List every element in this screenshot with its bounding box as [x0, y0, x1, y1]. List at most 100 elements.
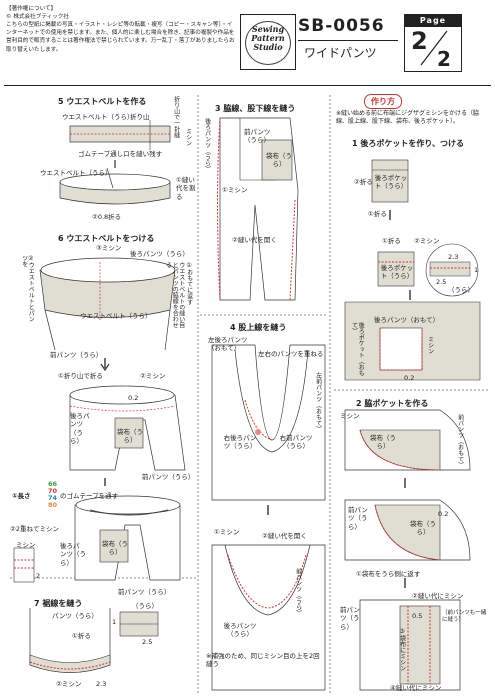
sec1-v02: 0.2	[404, 374, 415, 382]
logo-line3: Studio	[253, 42, 283, 53]
sec1-title: 1 後ろポケットを作り、つける	[352, 139, 465, 148]
sec7-1: 1	[112, 618, 117, 626]
sec7-misin: ②ミシン	[56, 680, 82, 688]
sec7-inset-ura: （うら）	[132, 602, 158, 610]
gomu-70: 70	[48, 487, 58, 495]
sec6-misin: ③ミシン	[96, 244, 122, 252]
sec6-back-ura2: 後ろパンツ（うら）	[70, 412, 90, 446]
sec6-belt-note2: ウエストベルトの縫い目とパンツの脇線を合わせる	[164, 262, 185, 328]
sec5-fold-iron: ②0.8折る	[92, 213, 122, 221]
sec2-turn: ①袋布をうら側に返す	[356, 570, 421, 578]
sec1-back-omote: 後ろパンツ（おもて）	[374, 316, 440, 324]
sec5-belt-label: ウエストベルト（うら）	[62, 113, 134, 121]
gomu-66: 66	[48, 480, 58, 488]
sec2-misin: ミシン	[340, 412, 360, 420]
page-total: 2	[437, 47, 451, 71]
sec1-25: 2.5	[436, 278, 447, 286]
sec1-1: 1	[474, 266, 479, 274]
gomu-back-ura: 後ろパンツ（うら）	[60, 542, 86, 567]
sec2-title: 2 脇ポケットを作る	[356, 399, 429, 408]
logo-line2: Pattern	[251, 33, 285, 44]
pattern-code: SB-0056	[298, 16, 385, 36]
sec4-right-front: 右前パンツ（うら）	[279, 434, 313, 451]
sec7-title: 7 裾線を縫う	[34, 599, 83, 608]
sec2-misin3: ④縫い代にミシン	[390, 684, 442, 692]
pattern-name: ワイドパンツ	[304, 46, 377, 60]
gomu-front-ura: 前パンツ（うら）	[118, 588, 171, 596]
howto-note: ※縫い始める前に布端にジグザグミシンをかける（脇線、股上線、股下線、袋布、後ろポ…	[336, 110, 480, 125]
sec6-front-ura: 前パンツ（うら）	[50, 351, 103, 359]
sec6-misin2: ②ミシン	[140, 372, 166, 380]
sec2-pocket2: 袋布（うら）	[410, 520, 436, 537]
page-indicator: Page 2 2	[404, 14, 462, 72]
sec3-front-ura: 前パンツ（うら）	[244, 128, 271, 145]
sec2-v3: ③袋布にミシン	[398, 628, 406, 671]
sec4-iron: ②縫い代を開く	[262, 532, 307, 540]
sec5-title: 5 ウエストベルトを作る	[58, 97, 147, 106]
sec2-front-omote: 前パンツ（おもて）	[456, 414, 464, 468]
sec5-fold2: 折り山で一針縫	[172, 96, 180, 138]
sec6-belt-note: ②ウエストベルトとパンツを	[20, 255, 35, 322]
sec2-pocket: 袋布（うら）	[370, 434, 396, 451]
copyright-notice: 【著作権について】 © 株式会社ブティック社 こちらの型紙に掲載の写真・イラスト…	[6, 5, 236, 54]
sec6-v02: 0.2	[128, 394, 139, 402]
sec6-fold-up: ①折り山で折る	[58, 372, 103, 380]
sec1-misin: ②ミシン	[414, 237, 440, 245]
page-label: Page	[405, 15, 461, 27]
sec2-v02: 0.2	[438, 510, 449, 518]
page-slash	[420, 30, 448, 66]
sec6-belt-ura: ウエストベルト（うら）	[80, 312, 152, 320]
sec4-overlap: 左右のパンツを重ねる	[258, 350, 324, 358]
gomu-80: 80	[48, 501, 58, 509]
gomu-misin: ミシン	[16, 541, 36, 549]
sec4-misin: ①ミシン	[214, 528, 240, 536]
sec5-belt-ura: ウエストベルト（うら）	[40, 169, 112, 177]
sec5-fold: 折り山	[130, 113, 150, 121]
copyright-company: © 株式会社ブティック社	[6, 14, 69, 21]
sec4-left-back: 左後ろパンツ（おもて）	[208, 336, 248, 353]
sec3-back-ura: 後ろパンツ（うら）	[203, 118, 211, 172]
sec1-fold: ②折る	[354, 178, 373, 186]
sec5-misin: ミシン	[184, 128, 192, 146]
sec2-05: 0.5	[412, 612, 423, 620]
sec1-pocket-omote: 後ろポケット（おもて）	[350, 322, 365, 376]
sec4-right-back: 右後ろパンツ（うら）	[223, 434, 257, 451]
sec4-back-ura: 後ろパンツ（うら）	[223, 622, 257, 639]
sec1-fold3: ①折る	[368, 210, 387, 218]
howto-title: 作り方	[364, 94, 402, 109]
sec3-misin: ①ミシン	[222, 186, 248, 194]
sec3-iron: ②縫い代を開く	[232, 236, 277, 244]
sec6-front-ura2: 前パンツ（うら）	[142, 473, 195, 481]
copyright-title: 【著作権について】	[6, 6, 57, 12]
sec1-ura: （うら）	[448, 286, 474, 294]
sec4-title: 4 股上線を縫う	[230, 323, 287, 332]
sec1-23: 2.3	[448, 253, 459, 261]
sec4-note: ※補強のため、同じミシン目の上を2回縫う	[206, 652, 320, 669]
sec2-front-ura2: 前パンツ（うら）	[340, 606, 360, 631]
sec5-gomu: ゴムテープ通し口を縫い残す	[78, 150, 163, 158]
sec7-fold: ①折る	[72, 632, 91, 640]
sec7-23: 2.3	[96, 680, 107, 688]
sec5-iron: ①縫い代を割る	[176, 176, 196, 201]
gomu-overlap: ②2重ねてミシン	[10, 525, 59, 533]
sec7-pants: パンツ（うら）	[52, 612, 98, 620]
sec7-25: 2.5	[142, 638, 153, 646]
sec2-note: （前パンツも一緒に縫う）	[442, 610, 487, 624]
sec2-misin2: ②縫い代にミシン	[412, 592, 464, 600]
sec6-title: 6 ウエストベルトをつける	[58, 234, 155, 243]
sec6-omote: ①おもてに返す	[185, 262, 193, 305]
copyright-body: こちらの型紙に掲載の写真・イラスト・レシピ等の転載・複写（コピー・スキャン等）・…	[6, 22, 235, 53]
sec1-pocket-ura2: 後ろポケット（うら）	[380, 264, 414, 281]
gomu-pocket: 袋布（うら）	[102, 540, 128, 557]
gomu-label: ①長さ	[12, 492, 31, 500]
sewing-pattern-studio-logo: Sewing Pattern Studio	[240, 14, 296, 70]
sec6-pocket: 袋布（うら）	[117, 428, 143, 445]
sec4-front-ura: 前パンツ（うら）	[294, 568, 302, 616]
sec1-fold-a: ①折る	[382, 237, 401, 245]
sec4-left-front: 左前パンツ（おもて）	[314, 372, 322, 432]
gomu-74: 74	[48, 494, 58, 502]
sec1-misin2: ミシン	[426, 336, 434, 354]
page-number: 2	[411, 27, 428, 55]
gomu-rest: のゴムテープを通す	[60, 492, 119, 500]
